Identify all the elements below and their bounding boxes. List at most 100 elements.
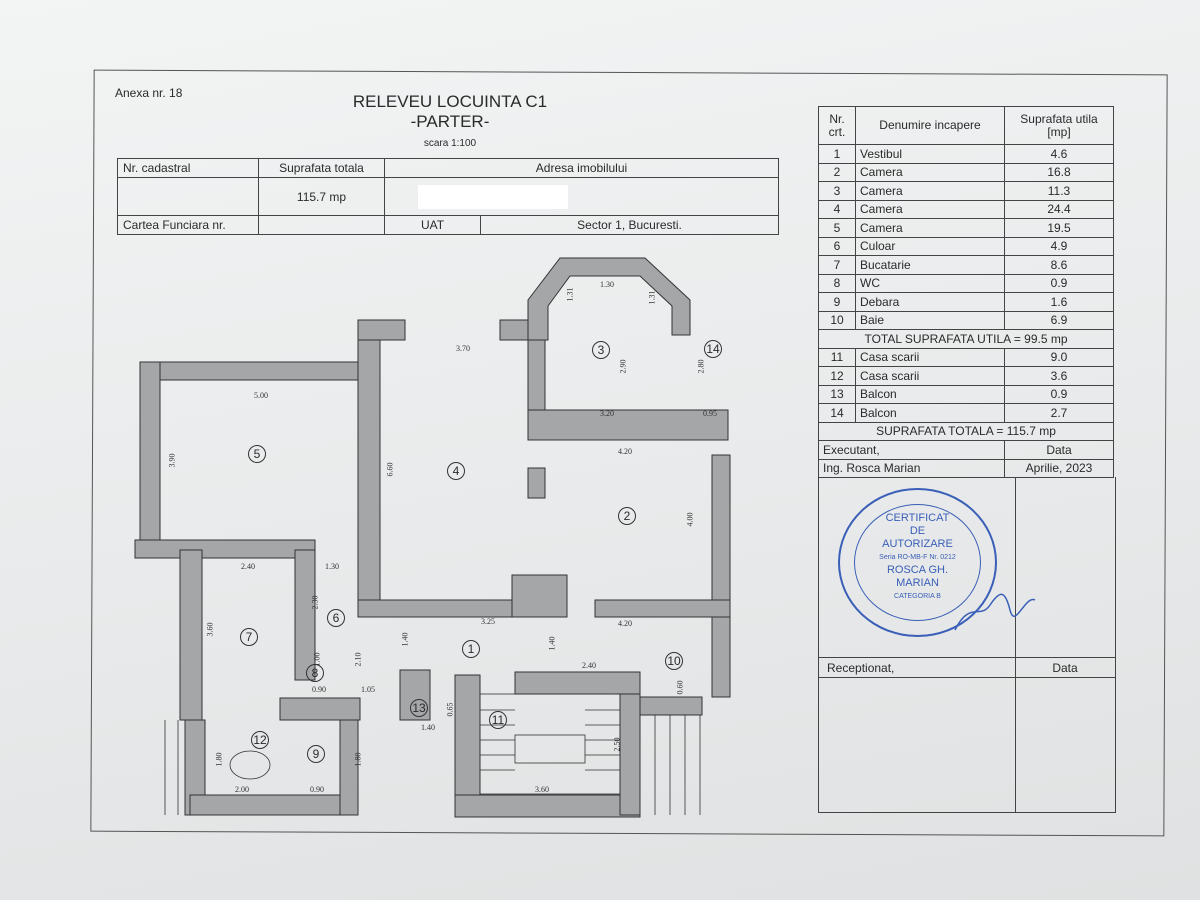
- dimension-label: 4.20: [618, 619, 632, 628]
- room-number-label: 8: [306, 664, 324, 682]
- uat-value: Sector 1, Bucuresti.: [480, 215, 779, 235]
- total-area-label: Suprafata totala: [258, 158, 385, 178]
- dimension-label: 0.65: [445, 702, 455, 717]
- dimension-label: 2.00: [235, 785, 249, 794]
- dimension-label: 1.05: [361, 685, 375, 694]
- rooms-table: Nr. crt. Denumire incapere Suprafata uti…: [818, 106, 1114, 478]
- title-line-1: RELEVEU LOCUINTA C1: [352, 92, 548, 111]
- received-date-label: Data: [1052, 661, 1078, 675]
- dimension-label: 2.40: [582, 661, 596, 670]
- room-nr: 1: [818, 144, 856, 164]
- dimension-label: 1.80: [214, 752, 224, 767]
- header-name: Denumire incapere: [855, 106, 1005, 145]
- room-area: 4.9: [1004, 236, 1114, 256]
- dimension-label: 5.00: [254, 391, 268, 400]
- room-number-label: 9: [307, 745, 325, 763]
- dimension-label: 2.90: [618, 359, 628, 374]
- property-info-table: Nr. cadastral Suprafata totala Adresa im…: [117, 158, 779, 235]
- room-name: Bucatarie: [855, 255, 1005, 275]
- header-area: Suprafata utila [mp]: [1004, 106, 1114, 145]
- dimension-label: 1.80: [353, 752, 363, 767]
- dimension-label: 1.40: [421, 723, 435, 732]
- dimension-label: 0.90: [312, 685, 326, 694]
- header-nr: Nr. crt.: [818, 106, 856, 145]
- dimension-label: 1.31: [647, 290, 657, 305]
- land-book-label: Cartea Funciara nr.: [117, 215, 259, 235]
- room-area: 4.6: [1004, 144, 1114, 164]
- room-number-label: 10: [665, 652, 683, 670]
- dimension-label: 2.50: [612, 737, 622, 752]
- room-name: Camera: [855, 199, 1005, 219]
- room-name: Camera: [855, 162, 1005, 182]
- dimension-label: 1.40: [547, 636, 557, 651]
- room-number-label: 13: [410, 699, 428, 717]
- authorization-stamp: CERTIFICAT DE AUTORIZARE Seria RO-MB-F N…: [838, 488, 997, 637]
- dimension-label: 2.40: [241, 562, 255, 571]
- room-nr: 2: [818, 162, 856, 182]
- title-line-2: -PARTER-: [410, 112, 490, 131]
- room-area: 3.6: [1004, 366, 1114, 386]
- dimension-label: 3.60: [205, 622, 215, 637]
- dimension-label: 3.70: [456, 344, 470, 353]
- dimension-label: 4.00: [685, 512, 695, 527]
- room-area: 11.3: [1004, 181, 1114, 201]
- walls: [134, 257, 731, 818]
- room-nr: 12: [818, 366, 856, 386]
- room-name: Camera: [855, 218, 1005, 238]
- dimension-label: 1.31: [565, 287, 575, 302]
- dimension-label: 3.25: [481, 617, 495, 626]
- room-name: Vestibul: [855, 144, 1005, 164]
- room-number-label: 2: [618, 507, 636, 525]
- room-number-label: 14: [704, 340, 722, 358]
- room-area: 16.8: [1004, 162, 1114, 182]
- dimension-label: 0.95: [703, 409, 717, 418]
- room-number-label: 3: [592, 341, 610, 359]
- total-row: SUPRAFATA TOTALA = 115.7 mp: [818, 421, 1114, 441]
- room-area: 19.5: [1004, 218, 1114, 238]
- signature-area: Receptionat, Data: [818, 477, 1116, 813]
- dimension-label: 3.60: [535, 785, 549, 794]
- dimension-label: 6.60: [385, 462, 395, 477]
- room-number-label: 1: [462, 640, 480, 658]
- room-number-label: 6: [327, 609, 345, 627]
- stairs: [164, 693, 701, 815]
- room-name: Camera: [855, 181, 1005, 201]
- room-name: Debara: [855, 292, 1005, 312]
- document-title: RELEVEU LOCUINTA C1 -PARTER-: [300, 92, 600, 132]
- dimension-label: 4.20: [618, 447, 632, 456]
- dimension-label: 0.90: [310, 785, 324, 794]
- room-number-label: 4: [447, 462, 465, 480]
- signature: [954, 593, 1036, 631]
- dimension-label: 2.10: [353, 652, 363, 667]
- executant-date: Aprilie, 2023: [1004, 458, 1114, 478]
- dimension-label: 3.90: [167, 453, 177, 468]
- redacted-address: [418, 184, 568, 209]
- executant-name: Ing. Rosca Marian: [818, 458, 1005, 478]
- uat-label: UAT: [384, 215, 481, 235]
- dimension-label: 1.30: [325, 562, 339, 571]
- executant-label: Executant,: [818, 440, 1005, 460]
- dimension-label: 1.30: [600, 280, 614, 289]
- room-area: 24.4: [1004, 199, 1114, 219]
- room-number-label: 7: [240, 628, 258, 646]
- dimension-label: 1.00: [312, 652, 322, 667]
- date-label: Data: [1004, 440, 1114, 460]
- total-useful-row: TOTAL SUPRAFATA UTILA = 99.5 mp: [818, 329, 1114, 349]
- dimension-label: 2.80: [696, 359, 706, 374]
- room-number-label: 12: [251, 731, 269, 749]
- annex-label: Anexa nr. 18: [115, 86, 183, 100]
- scale-label: scara 1:100: [423, 138, 477, 149]
- dimension-label: 1.40: [400, 632, 410, 647]
- room-name: Culoar: [855, 236, 1005, 256]
